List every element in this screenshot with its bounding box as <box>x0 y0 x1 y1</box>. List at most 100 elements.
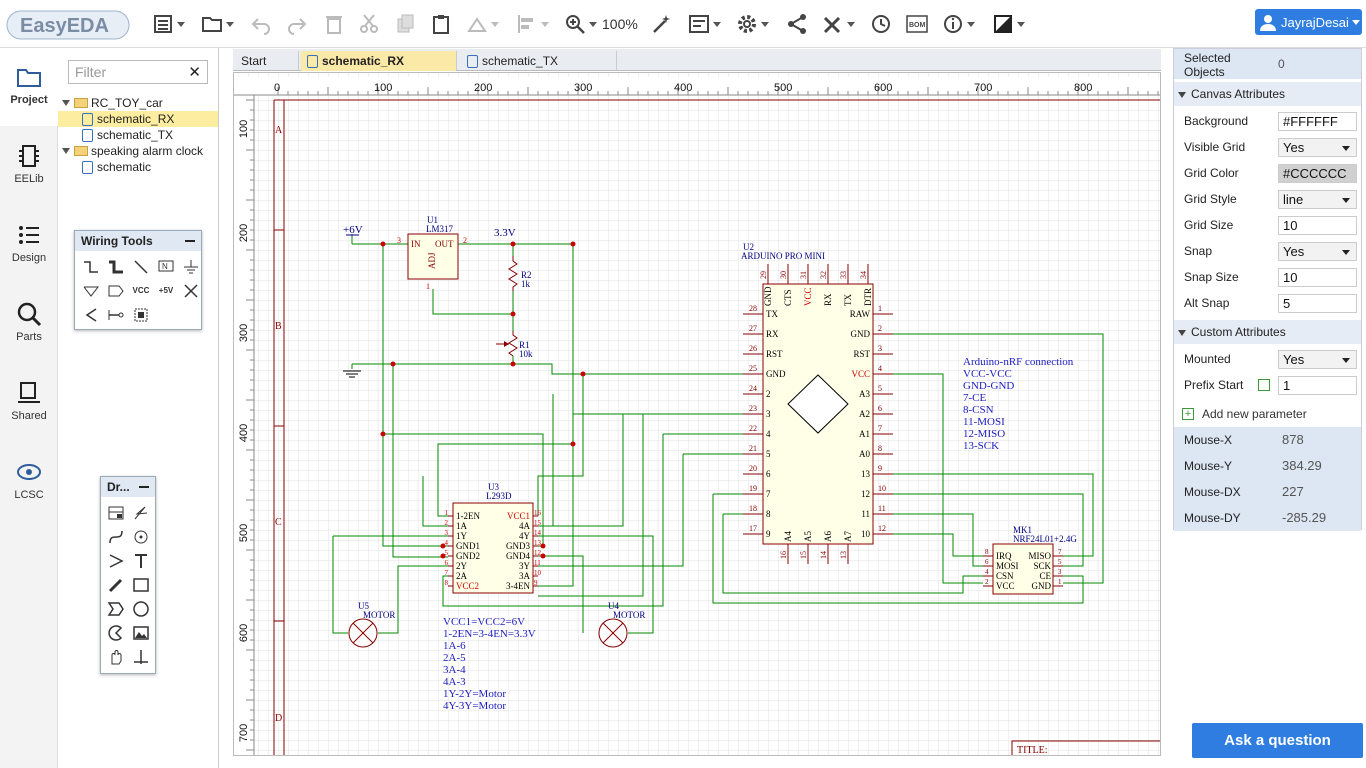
pin-label: 29 <box>759 271 768 279</box>
nav-project[interactable]: Project <box>0 48 58 126</box>
group-icon[interactable] <box>129 303 153 326</box>
arc-icon[interactable] <box>129 525 153 548</box>
custom-attributes-header[interactable]: Custom Attributes <box>1174 320 1361 344</box>
paste-icon[interactable] <box>430 12 452 36</box>
pin-label: RAW <box>850 309 871 319</box>
l293-notes: VCC1=VCC2=6V 1-2EN=3-4EN=3.3V 1A-6 2A-5 … <box>443 616 536 712</box>
schematic-canvas[interactable]: 0 100 200 300 400 500 600 700 800 100 20… <box>233 72 1161 756</box>
image-icon[interactable] <box>129 621 153 644</box>
rotate-icon[interactable] <box>466 12 499 36</box>
nav-design[interactable]: Design <box>0 206 58 284</box>
rectangle-icon[interactable] <box>129 573 153 596</box>
redo-icon[interactable] <box>286 12 308 36</box>
tab-schematic-tx[interactable]: schematic_TX <box>461 51 617 71</box>
nav-eelib[interactable]: EELib <box>0 127 58 205</box>
nav-shared[interactable]: Shared <box>0 364 58 442</box>
probe-icon[interactable] <box>104 303 128 326</box>
origin-icon[interactable] <box>129 645 153 668</box>
add-parameter-row[interactable]: + Add new parameter <box>1174 401 1361 427</box>
vcc-icon[interactable]: VCC <box>132 286 150 295</box>
copy-icon[interactable] <box>394 12 416 36</box>
tree-project[interactable]: speaking alarm clock <box>62 143 203 159</box>
menu-icon[interactable] <box>152 12 185 36</box>
ground-icon[interactable] <box>179 255 203 278</box>
pin-label: 16 <box>534 509 542 517</box>
attr-value-select[interactable]: line <box>1278 190 1357 209</box>
freehand-icon[interactable] <box>104 573 128 596</box>
pin-label: 7 <box>766 489 771 499</box>
attr-value-select[interactable]: Yes <box>1278 138 1357 157</box>
prefix-start-input[interactable]: 1 <box>1278 376 1357 395</box>
tab-schematic-rx[interactable]: schematic_RX <box>301 51 457 71</box>
clear-filter-icon[interactable]: ✕ <box>188 64 201 81</box>
bezier-icon[interactable] <box>104 525 128 548</box>
net-label-icon[interactable]: N <box>154 255 178 278</box>
nav-parts[interactable]: Parts <box>0 285 58 363</box>
nav-lcsc[interactable]: LCSC <box>0 443 58 521</box>
tree-item[interactable]: schematic_RX <box>58 111 218 127</box>
attr-value-color[interactable]: #CCCCCC <box>1278 164 1357 183</box>
tree-item[interactable]: schematic <box>82 159 151 175</box>
wand-icon[interactable] <box>651 12 673 36</box>
plus5v-icon[interactable]: +5V <box>158 286 174 295</box>
add-icon[interactable] <box>1258 379 1270 391</box>
settings-icon[interactable] <box>736 12 769 36</box>
filter-input[interactable]: Filter ✕ <box>68 60 208 84</box>
no-connect-icon[interactable] <box>179 279 203 302</box>
tab-start[interactable]: Start <box>235 51 299 71</box>
minimize-icon[interactable] <box>185 240 195 242</box>
design-manager-icon[interactable] <box>688 12 721 36</box>
tree-item[interactable]: schematic_TX <box>82 127 173 143</box>
panel-title[interactable]: Dr... <box>101 477 155 497</box>
pie-icon[interactable] <box>104 621 128 644</box>
svg-text:VCC-VCC: VCC-VCC <box>963 368 1012 380</box>
easyeda-logo[interactable]: EasyEDA <box>6 9 130 41</box>
tools-icon[interactable] <box>822 12 855 36</box>
bom-icon[interactable]: BOM <box>906 12 928 36</box>
text-icon[interactable] <box>129 549 153 572</box>
polyline-icon[interactable] <box>129 501 153 524</box>
polygon-icon[interactable] <box>104 597 128 620</box>
zoom-in-icon[interactable] <box>564 12 597 36</box>
attr-value-text[interactable]: 5 <box>1278 294 1357 313</box>
minimize-icon[interactable] <box>139 486 149 488</box>
arrowhead-icon[interactable] <box>104 549 128 572</box>
canvas-attributes-header[interactable]: Canvas Attributes <box>1174 82 1361 106</box>
cut-icon[interactable] <box>358 12 380 36</box>
theme-icon[interactable] <box>992 12 1025 36</box>
attr-value-text[interactable]: 10 <box>1278 268 1357 287</box>
attr-value-text[interactable]: #FFFFFF <box>1278 112 1357 131</box>
tree-project[interactable]: RC_TOY_car <box>62 95 163 111</box>
delete-icon[interactable] <box>323 12 345 36</box>
attr-value-text[interactable]: 10 <box>1278 216 1357 235</box>
panel-title[interactable]: Wiring Tools <box>75 231 201 251</box>
open-folder-icon[interactable] <box>201 12 234 36</box>
attr-key: Grid Size <box>1184 218 1234 232</box>
bus-icon[interactable] <box>104 255 128 278</box>
mounted-select[interactable]: Yes <box>1278 350 1357 369</box>
table-icon[interactable] <box>104 501 128 524</box>
user-menu-button[interactable]: JayrajDesai <box>1255 9 1362 35</box>
pin-label: GND4 <box>506 551 530 561</box>
align-icon[interactable] <box>516 12 549 36</box>
pin-label: VCC2 <box>456 581 479 591</box>
wire-icon[interactable] <box>79 255 103 278</box>
pan-hand-icon[interactable] <box>104 645 128 668</box>
ask-question-button[interactable]: Ask a question <box>1192 723 1363 758</box>
history-icon[interactable] <box>870 12 892 36</box>
bus-entry-icon[interactable] <box>129 255 153 278</box>
undo-icon[interactable] <box>250 12 272 36</box>
pin-label: 11 <box>861 509 870 519</box>
pin-icon[interactable] <box>79 303 103 326</box>
svg-text:L293D: L293D <box>486 491 512 501</box>
net-port-icon[interactable] <box>79 279 103 302</box>
ellipse-icon[interactable] <box>129 597 153 620</box>
attr-value-select[interactable]: Yes <box>1278 242 1357 261</box>
share-icon[interactable] <box>786 12 808 36</box>
ruler-label: 200 <box>238 224 250 242</box>
help-icon[interactable] <box>942 12 975 36</box>
mouse-value: -285.29 <box>1282 510 1327 525</box>
net-flag-icon[interactable] <box>104 279 128 302</box>
mouse-value: 227 <box>1282 484 1304 499</box>
